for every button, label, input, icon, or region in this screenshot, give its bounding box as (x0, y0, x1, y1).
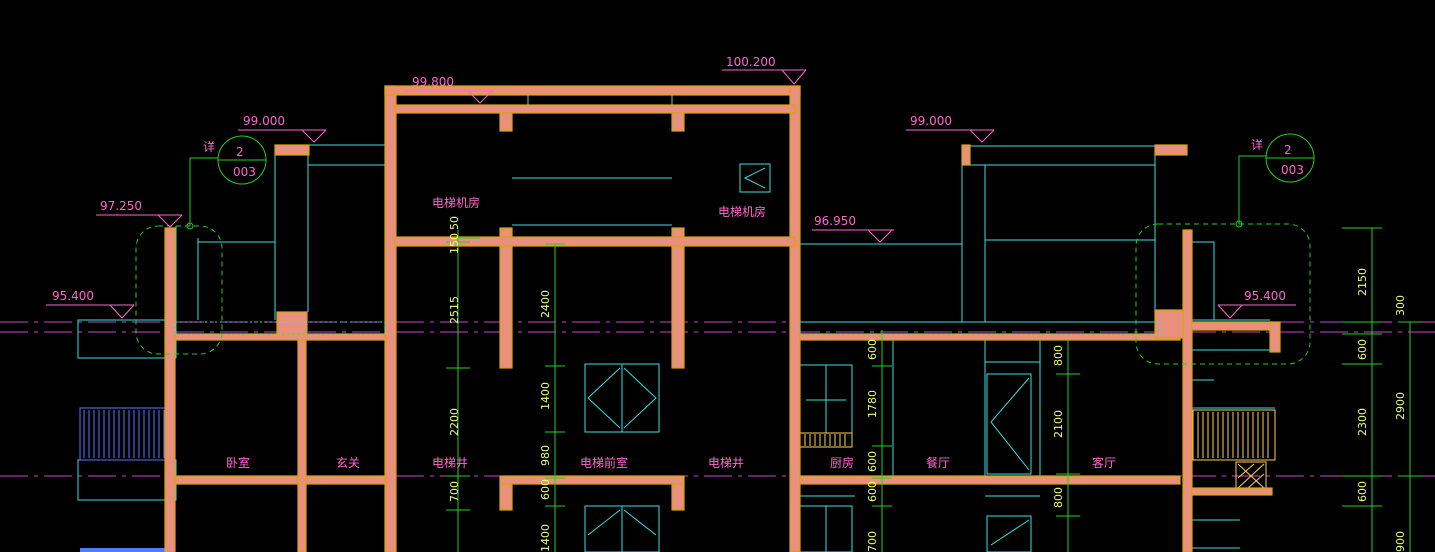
dimension-label: 2100 (1052, 410, 1065, 438)
level-label: 97.250 (100, 199, 142, 213)
room-label: 电梯机房 (432, 195, 480, 210)
dimension-label: 50 (448, 216, 461, 230)
dimension-label: 800 (1052, 487, 1065, 508)
detail-sheet: 003 (233, 165, 256, 179)
door-window-symbols (584, 363, 1032, 552)
walls-and-slabs (164, 85, 1281, 552)
dimension-label: 1780 (866, 390, 879, 418)
detail-callouts (135, 133, 1315, 365)
room-label: 电梯机房 (718, 204, 766, 219)
room-label: 客厅 (1092, 455, 1116, 470)
dimension-label: 980 (539, 445, 552, 466)
room-labels: 电梯机房 电梯机房 卧室 玄关 电梯井 电梯前室 电梯井 厨房 餐厅 客厅 (226, 195, 1116, 470)
level-label: 96.950 (814, 214, 856, 228)
dimension-labels: 150 50 2515 2200 700 2400 1400 980 600 1… (448, 216, 1407, 552)
detail-sheet: 003 (1281, 163, 1304, 177)
room-label: 电梯前室 (580, 455, 628, 470)
detail-number: 2 (1284, 143, 1292, 157)
dimension-label: 600 (866, 481, 879, 502)
dimension-label: 800 (1052, 345, 1065, 366)
dimension-label: 2515 (448, 296, 461, 324)
dimension-label: 1400 (539, 524, 552, 552)
dimension-label: 2900 (1394, 392, 1407, 420)
level-label: 99.000 (910, 114, 952, 128)
dimension-label: 700 (448, 481, 461, 502)
dimension-label: 300 (1394, 295, 1407, 316)
dimension-label: 2200 (448, 408, 461, 436)
detail-prefix: 详 (1251, 137, 1263, 152)
dimension-label: 2300 (1356, 408, 1369, 436)
dimension-lines (446, 227, 1422, 552)
dimension-label: 2400 (539, 290, 552, 318)
detail-prefix: 详 (203, 139, 215, 154)
dimension-label: 900 (1394, 531, 1407, 552)
dimension-label: 600 (539, 479, 552, 500)
detail-labels: 详 2 003 详 2 003 (203, 137, 1304, 179)
dimension-label: 600 (1356, 339, 1369, 360)
dimension-label: 600 (866, 339, 879, 360)
room-label: 电梯井 (432, 456, 468, 470)
dimension-label: 600 (866, 451, 879, 472)
dimension-label: 700 (866, 531, 879, 552)
level-label: 95.400 (1244, 289, 1286, 303)
room-label: 玄关 (336, 455, 360, 470)
detail-number: 2 (236, 145, 244, 159)
dimension-label: 1400 (539, 382, 552, 410)
room-label: 厨房 (830, 455, 854, 470)
room-label: 卧室 (226, 455, 250, 470)
dimension-label: 600 (1356, 481, 1369, 502)
level-label: 95.400 (52, 289, 94, 303)
level-markers (46, 69, 1296, 319)
level-label: 99.000 (243, 114, 285, 128)
dimension-label: 150 (448, 233, 461, 254)
level-labels: 99.800 100.200 99.000 97.250 95.400 96.9… (52, 55, 1286, 303)
level-label: 99.800 (412, 75, 454, 89)
level-label: 100.200 (726, 55, 776, 69)
dimension-label: 2150 (1356, 268, 1369, 296)
room-label: 电梯井 (708, 456, 744, 470)
slab-fill (174, 321, 1161, 335)
room-label: 餐厅 (926, 455, 950, 470)
